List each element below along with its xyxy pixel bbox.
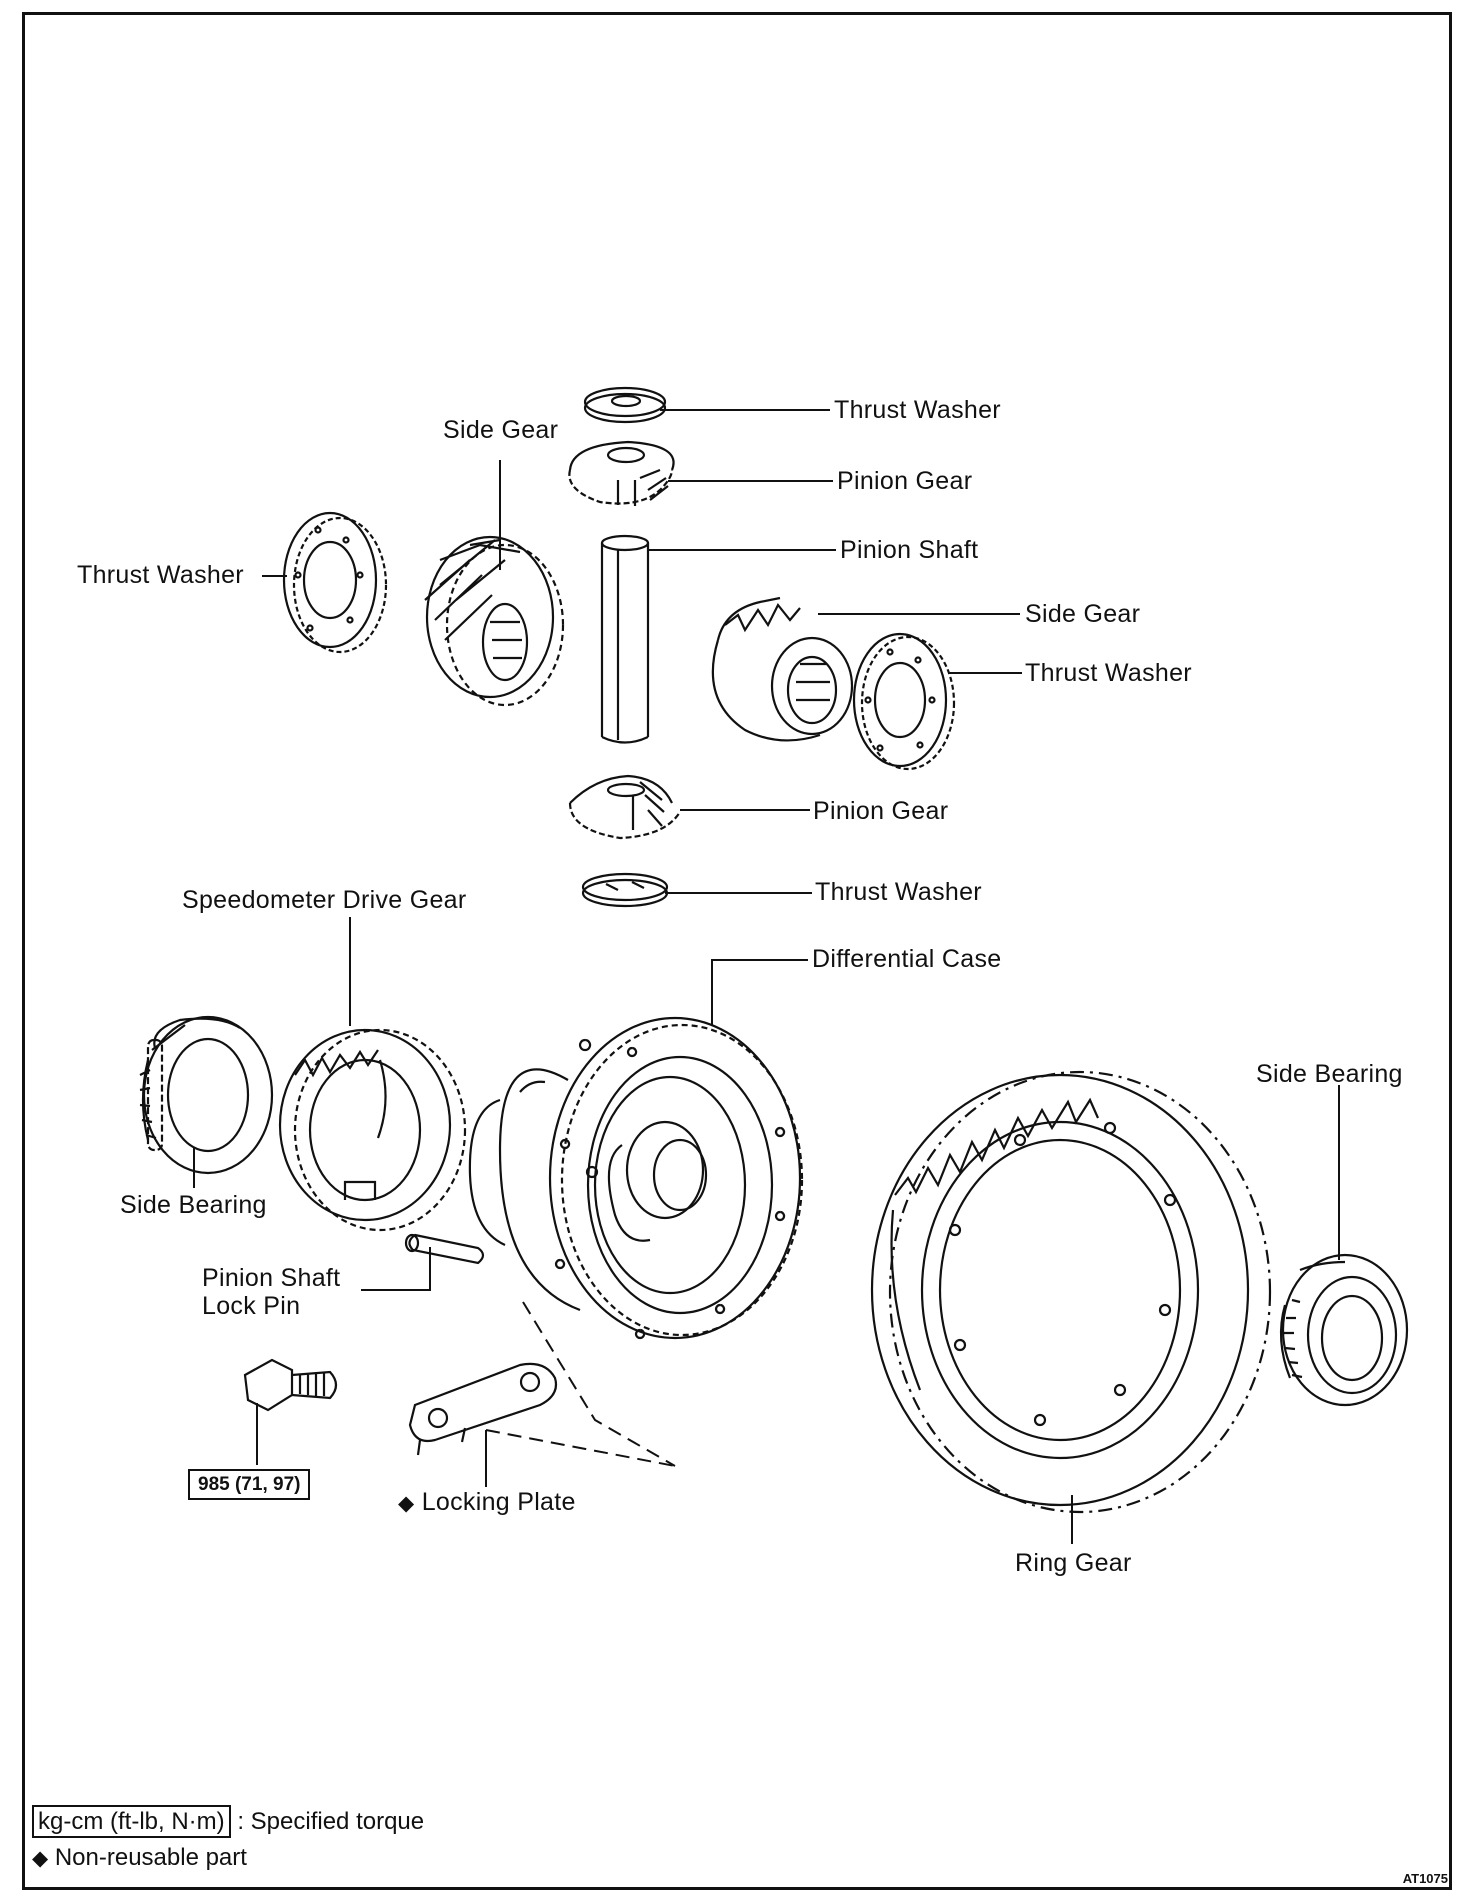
speedometer-drive-gear-part xyxy=(278,1028,467,1232)
legend-torque-desc: : Specified torque xyxy=(237,1808,425,1835)
pinion-shaft-lock-pin-part xyxy=(404,1233,485,1265)
figure-code: AT1075 xyxy=(1402,1871,1448,1886)
locking-plate-part xyxy=(408,1362,558,1456)
legend-non-reusable: ◆ Non-reusable part xyxy=(32,1846,247,1870)
side-gear-left-part xyxy=(424,535,565,707)
legend-torque: kg-cm (ft-lb, N·m) : Specified torque xyxy=(32,1805,425,1838)
pinion-gear-top-part xyxy=(568,440,675,506)
legend-diamond-icon: ◆ xyxy=(32,1847,49,1870)
bolt-part xyxy=(243,1358,338,1412)
torque-value-box: 985 (71, 97) xyxy=(188,1469,311,1500)
label-thrust-washer-right: Thrust Washer xyxy=(1025,659,1192,687)
ring-gear-part xyxy=(870,1070,1272,1514)
label-pinion-gear-bottom: Pinion Gear xyxy=(813,797,949,825)
legend-non-reusable-text: Non-reusable part xyxy=(54,1844,247,1871)
label-thrust-washer-left: Thrust Washer xyxy=(77,561,244,589)
thrust-washer-left-part xyxy=(282,511,388,654)
differential-case-part xyxy=(468,1016,804,1340)
pinion-shaft-part xyxy=(600,534,650,744)
label-pinion-shaft-lock-pin-line1: Pinion Shaft xyxy=(202,1264,341,1292)
label-side-gear-right: Side Gear xyxy=(1025,600,1141,628)
label-pinion-shaft: Pinion Shaft xyxy=(840,536,979,564)
thrust-washer-bottom-part xyxy=(581,872,669,908)
side-bearing-right-part xyxy=(1279,1253,1409,1407)
label-thrust-washer-top: Thrust Washer xyxy=(834,396,1001,424)
label-speedometer-drive-gear: Speedometer Drive Gear xyxy=(182,886,467,914)
label-differential-case: Differential Case xyxy=(812,945,1002,973)
locking-plate-text: Locking Plate xyxy=(421,1488,576,1516)
thrust-washer-right-part xyxy=(852,632,956,771)
label-side-bearing-left: Side Bearing xyxy=(120,1191,267,1219)
page-border xyxy=(22,12,1452,1890)
side-bearing-left-part xyxy=(139,1015,274,1175)
label-pinion-gear-top: Pinion Gear xyxy=(837,467,973,495)
label-thrust-washer-bottom: Thrust Washer xyxy=(815,878,982,906)
legend-torque-unit-box: kg-cm (ft-lb, N·m) xyxy=(32,1805,231,1838)
non-reusable-diamond-icon: ◆ xyxy=(398,1492,415,1515)
label-side-gear-left: Side Gear xyxy=(443,416,559,444)
label-side-bearing-right: Side Bearing xyxy=(1256,1060,1403,1088)
leader-lines xyxy=(193,409,1340,1544)
pinion-gear-bottom-part xyxy=(568,774,681,840)
label-ring-gear: Ring Gear xyxy=(1015,1549,1132,1577)
side-gear-right-part xyxy=(711,596,854,742)
thrust-washer-top-part xyxy=(583,386,667,424)
label-locking-plate: ◆ Locking Plate xyxy=(398,1490,576,1515)
label-pinion-shaft-lock-pin-line2: Lock Pin xyxy=(202,1292,301,1320)
